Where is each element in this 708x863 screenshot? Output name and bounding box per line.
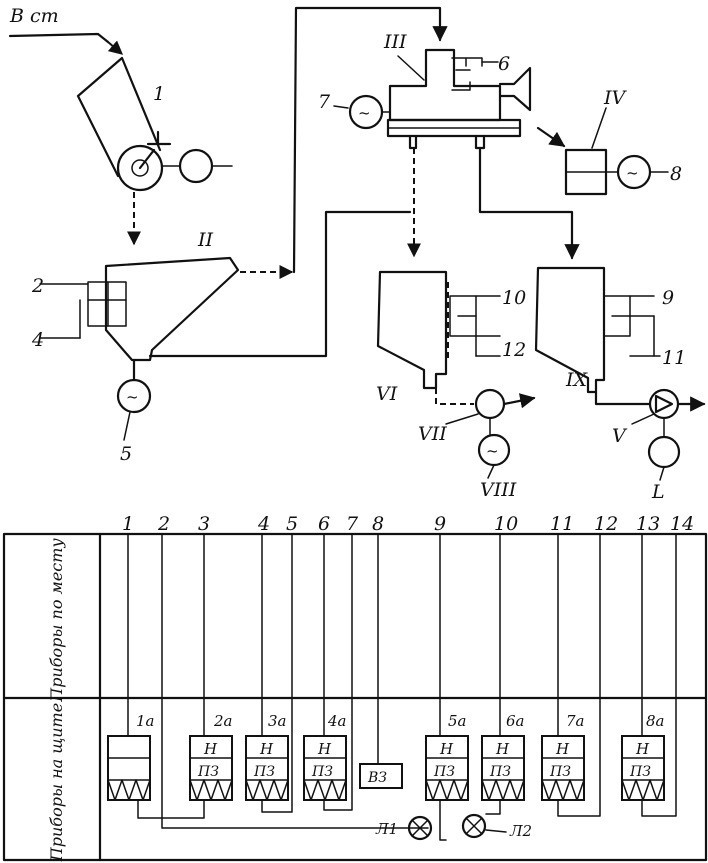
device-7a: Н ПЗ <box>541 735 585 801</box>
hopper-motor-icon <box>178 148 214 184</box>
device-4a: Н ПЗ <box>303 735 347 801</box>
svg-text:~: ~ <box>126 388 139 406</box>
device-5a-h: Н <box>439 740 454 758</box>
col-1: 1 <box>122 513 134 535</box>
device-3a: Н ПЗ <box>245 735 289 801</box>
device-2a-h: Н <box>203 740 218 758</box>
lamp-l1: Л1 <box>375 815 433 841</box>
device-8a-code: ПЗ <box>629 764 651 780</box>
label-III: III <box>383 31 407 53</box>
col-10: 10 <box>494 513 518 535</box>
col-13: 13 <box>636 513 660 535</box>
tag-8a: 8а <box>646 712 665 730</box>
apparatus-iii: III 6 ~ 7 <box>318 31 532 150</box>
device-8a: Н ПЗ <box>621 735 665 801</box>
col-5: 5 <box>286 513 298 535</box>
label-1: 1 <box>153 83 165 105</box>
device-6a-h: Н <box>495 740 510 758</box>
label-VII: VII <box>418 423 447 445</box>
apparatus-vi: 10 12 VI VII ~ VIII <box>376 270 536 501</box>
device-1a <box>107 735 151 801</box>
pipe-iii-to-iv <box>536 126 566 148</box>
label-II: II <box>197 229 214 251</box>
control-panel: Приборы по месту Приборы на щите 1 2 3 4… <box>2 513 708 862</box>
lamp-l2: Л2 <box>461 813 532 840</box>
label-9: 9 <box>662 287 674 309</box>
col-7: 7 <box>346 513 359 535</box>
label-V: IX <box>565 369 589 391</box>
tag-2a: 2а <box>213 712 233 730</box>
label-7: 7 <box>318 91 331 113</box>
label-11: 11 <box>662 347 686 369</box>
feed-label: В ст <box>9 5 59 27</box>
tag-3a: 3а <box>268 712 287 730</box>
label-10: 10 <box>502 287 526 309</box>
col-8: 8 <box>372 513 384 535</box>
col-9: 9 <box>434 513 446 535</box>
tag-6a: 6а <box>506 712 525 730</box>
device-4a-code: ПЗ <box>311 764 333 780</box>
apparatus-v: 9 11 IX V L <box>534 266 706 503</box>
pipe-ii-to-iii <box>292 6 448 274</box>
label-2: 2 <box>31 275 44 297</box>
col-14: 14 <box>670 513 694 535</box>
svg-text:~: ~ <box>626 164 639 182</box>
device-8a-h: Н <box>635 740 650 758</box>
label-5: 5 <box>120 443 132 465</box>
label-VIII: VIII <box>480 479 517 501</box>
tag-5a: 5а <box>448 712 467 730</box>
row-label-field: Приборы по месту <box>47 538 66 703</box>
feed-line: В ст <box>8 5 124 55</box>
label-IV: IV <box>603 87 628 109</box>
pipe-iii-to-v <box>478 146 580 260</box>
device-4a-h: Н <box>317 740 332 758</box>
apparatus-ii: II 2 4 ~ 5 <box>31 229 294 465</box>
row-label-panel: Приборы на щите <box>47 703 66 862</box>
tag-1a: 1а <box>136 712 155 730</box>
col-2: 2 <box>157 513 170 535</box>
label-6: 6 <box>498 53 510 75</box>
label-8: 8 <box>670 163 682 185</box>
svg-text:~: ~ <box>486 442 499 460</box>
pipe-ii-to-vi <box>148 210 412 358</box>
device-2a-code: ПЗ <box>197 764 219 780</box>
label-L: L <box>651 481 665 503</box>
label-Γ: V <box>612 425 628 447</box>
col-11: 11 <box>550 513 574 535</box>
device-aux: ВЗ <box>359 763 403 789</box>
col-4: 4 <box>257 513 270 535</box>
hopper-unit: 1 <box>76 56 233 246</box>
pump-vii-icon <box>474 388 506 420</box>
device-3a-code: ПЗ <box>253 764 275 780</box>
col-6: 6 <box>318 513 330 535</box>
device-6a: Н ПЗ <box>481 735 525 801</box>
label-12: 12 <box>502 339 526 361</box>
pump-v-motor-icon <box>647 435 681 469</box>
apparatus-ii-motor-icon <box>116 378 152 414</box>
svg-text:~: ~ <box>358 104 371 122</box>
device-6a-code: ПЗ <box>489 764 511 780</box>
device-7a-h: Н <box>555 740 570 758</box>
lamp-l1-label: Л1 <box>375 820 398 838</box>
device-5a: Н ПЗ <box>425 735 469 801</box>
col-3: 3 <box>198 513 210 535</box>
device-5a-code: ПЗ <box>433 764 455 780</box>
device-aux-code: ВЗ <box>367 770 387 786</box>
lamp-l2-label: Л2 <box>509 822 532 840</box>
device-7a-code: ПЗ <box>549 764 571 780</box>
label-4: 4 <box>31 329 44 351</box>
col-12: 12 <box>594 513 618 535</box>
label-VI: VI <box>376 383 398 405</box>
tag-4a: 4а <box>327 712 347 730</box>
device-2a: Н ПЗ <box>189 735 233 801</box>
tag-7a: 7а <box>566 712 585 730</box>
apparatus-iv: IV ~ 8 <box>564 87 682 196</box>
device-3a-h: Н <box>259 740 274 758</box>
